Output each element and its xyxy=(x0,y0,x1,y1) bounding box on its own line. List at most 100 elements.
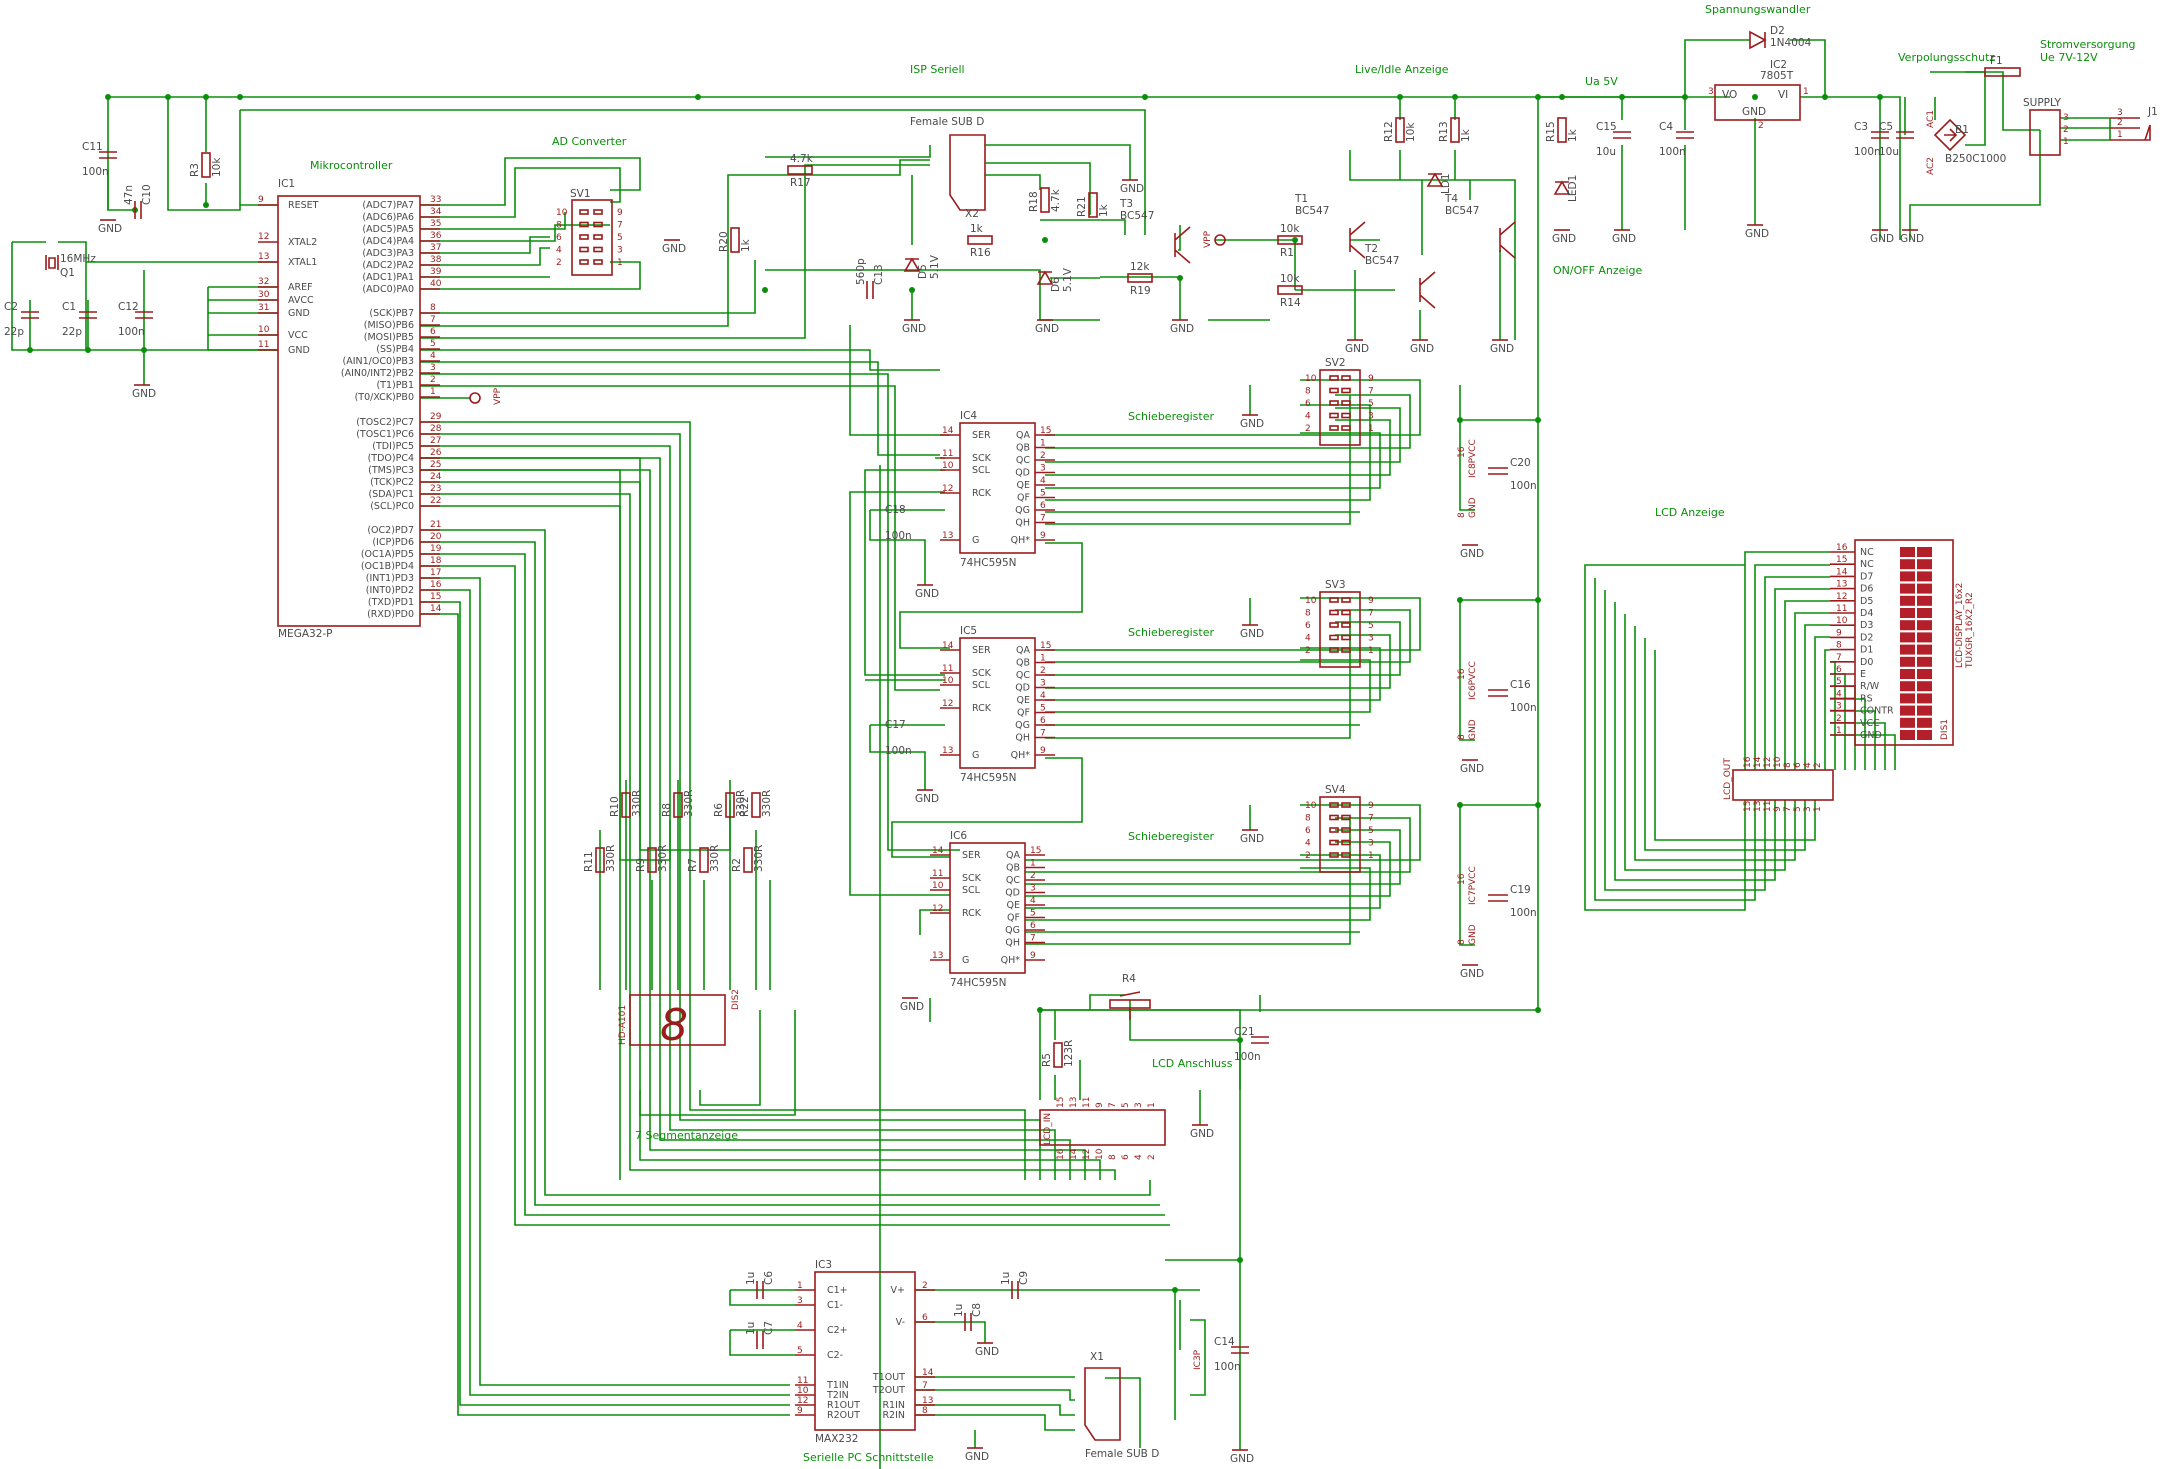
lcd-char-block xyxy=(1917,644,1932,655)
diode-icon xyxy=(903,257,921,272)
sr-pin-number: 11 xyxy=(942,449,953,459)
mcu-pin-name: (ADC3)PA3 xyxy=(362,248,414,259)
header-body xyxy=(1319,796,1361,873)
lcd-in-pin-number: 14 xyxy=(1069,1148,1079,1160)
ic2-vi: VI xyxy=(1778,89,1788,101)
capacitor-plates-icon xyxy=(866,281,874,299)
capacitor-name: C21 xyxy=(1234,1026,1255,1038)
lcd-char-block xyxy=(1900,620,1915,631)
lcd-char-block xyxy=(1900,583,1915,594)
capacitor-value: 100n xyxy=(82,166,109,178)
lcd-pin-number: 4 xyxy=(1836,689,1842,699)
sr-pin-name: QA xyxy=(1016,430,1030,441)
resistor-name: R5 xyxy=(1041,1053,1053,1067)
capacitor-value: 22p xyxy=(62,326,82,338)
sr-pin-number: 5 xyxy=(1040,489,1046,499)
transistor-name: T1 xyxy=(1294,193,1308,205)
b1-ac2: AC2 xyxy=(1926,157,1936,175)
header-pin-number: 4 xyxy=(1305,839,1311,849)
lcd-out-pin-number: 9 xyxy=(1773,806,1783,812)
ic2-pin3: 3 xyxy=(1708,87,1714,97)
capacitor-value: 100n xyxy=(1234,1051,1261,1063)
sr-power-cap-icon xyxy=(1488,894,1508,902)
sv1-pin-number: 9 xyxy=(617,208,623,218)
capacitor-name: C3 xyxy=(1854,121,1868,133)
section-onoff: ON/OFF Anzeige xyxy=(1553,264,1642,277)
lcd-out-pin-number: 10 xyxy=(1773,756,1783,768)
sr-power-cap-value: 100n xyxy=(1510,702,1537,714)
capacitor-value: 1u xyxy=(953,1304,965,1317)
mcu-pin-number: 26 xyxy=(430,448,442,458)
lcd-char-block xyxy=(1900,669,1915,679)
sr-pin-number: 13 xyxy=(942,531,953,541)
header-pin-number: 7 xyxy=(1368,814,1374,824)
header-pin xyxy=(1341,375,1351,381)
capacitor-plates-icon xyxy=(1676,131,1694,139)
ground-label: GND xyxy=(132,388,156,400)
resistor-value: 1k xyxy=(1460,128,1472,142)
ic2-pin1: 1 xyxy=(1803,87,1809,97)
mcu-pin-name: (ADC7)PA7 xyxy=(362,200,414,211)
mcu-pin-name: (TDI)PC5 xyxy=(372,441,414,452)
junction-dot xyxy=(105,94,111,100)
sr-pin-name: QH xyxy=(1015,518,1030,529)
mcu-pin-number: 35 xyxy=(430,219,441,229)
dis2-name: DIS2 xyxy=(731,989,741,1010)
sr-pin-number: 6 xyxy=(1030,921,1036,931)
sr-pin-number: 15 xyxy=(1040,426,1051,436)
sr-pin-name: SCK xyxy=(972,668,992,679)
sr-pin-name: QH* xyxy=(1011,535,1031,546)
mcu-pin-name: (ADC0)PA0 xyxy=(362,284,414,295)
lcd-pin-number: 15 xyxy=(1836,555,1847,565)
resistor-value: 330R xyxy=(683,790,695,817)
resistor-name: R10 xyxy=(609,796,621,817)
lcd-out-pin-number: 4 xyxy=(1803,762,1813,768)
lcd-char-block xyxy=(1917,681,1932,692)
lcd-char-block xyxy=(1917,595,1932,606)
ground-label: GND xyxy=(1612,233,1636,245)
lcd-pin-number: 5 xyxy=(1836,677,1842,687)
ground-label: GND xyxy=(1240,833,1264,845)
resistor-name: R19 xyxy=(1130,285,1151,297)
mcu-wiring xyxy=(11,170,278,385)
capacitor-plates-icon xyxy=(756,1331,764,1349)
lcd-pin-number: 1 xyxy=(1836,726,1842,736)
junction-dot xyxy=(695,94,701,100)
header-pin xyxy=(1329,814,1339,821)
max232-pin-name: C2- xyxy=(827,1350,843,1361)
supply-pin-1: 1 xyxy=(2063,137,2069,147)
lcd-pin-name: D6 xyxy=(1860,584,1873,595)
section-titles: ISP Seriell Live/Idle Anzeige Ua 5V Span… xyxy=(310,3,2136,1464)
sr-power-vcc: VCC xyxy=(1468,661,1478,680)
mcu-pin-name: XTAL1 xyxy=(288,257,317,268)
lcd-char-block xyxy=(1917,730,1932,740)
bridge-b1: B1 B250C1000 AC1 AC2 xyxy=(1926,110,2006,175)
lcd-out-pin-number: 1 xyxy=(1813,806,1823,812)
junction-dot xyxy=(1042,237,1048,243)
lcd-char-block xyxy=(1917,693,1932,704)
lcd-pin-number: 11 xyxy=(1836,604,1847,614)
x1-value: Female SUB D xyxy=(1085,1448,1159,1460)
x1-name: X1 xyxy=(1090,1351,1104,1363)
max232-pin-number: 12 xyxy=(797,1396,808,1406)
b1-name: B1 xyxy=(1955,124,1969,136)
lcd-pin-number: 2 xyxy=(1836,714,1842,724)
mcu-pin-name: (RXD)PD0 xyxy=(367,609,414,620)
x2-name: X2 xyxy=(965,208,979,220)
max232-value: MAX232 xyxy=(815,1433,858,1445)
ground-label: GND xyxy=(902,323,926,335)
header-pin xyxy=(1341,622,1351,628)
header-pin xyxy=(1341,400,1351,406)
r4-name: R4 xyxy=(1122,973,1136,985)
sr-pin-number: 10 xyxy=(942,676,954,686)
junction-dot xyxy=(1292,237,1298,243)
lcd-pin-name: D3 xyxy=(1860,620,1873,631)
lcd-out-pin-number: 11 xyxy=(1763,801,1773,812)
